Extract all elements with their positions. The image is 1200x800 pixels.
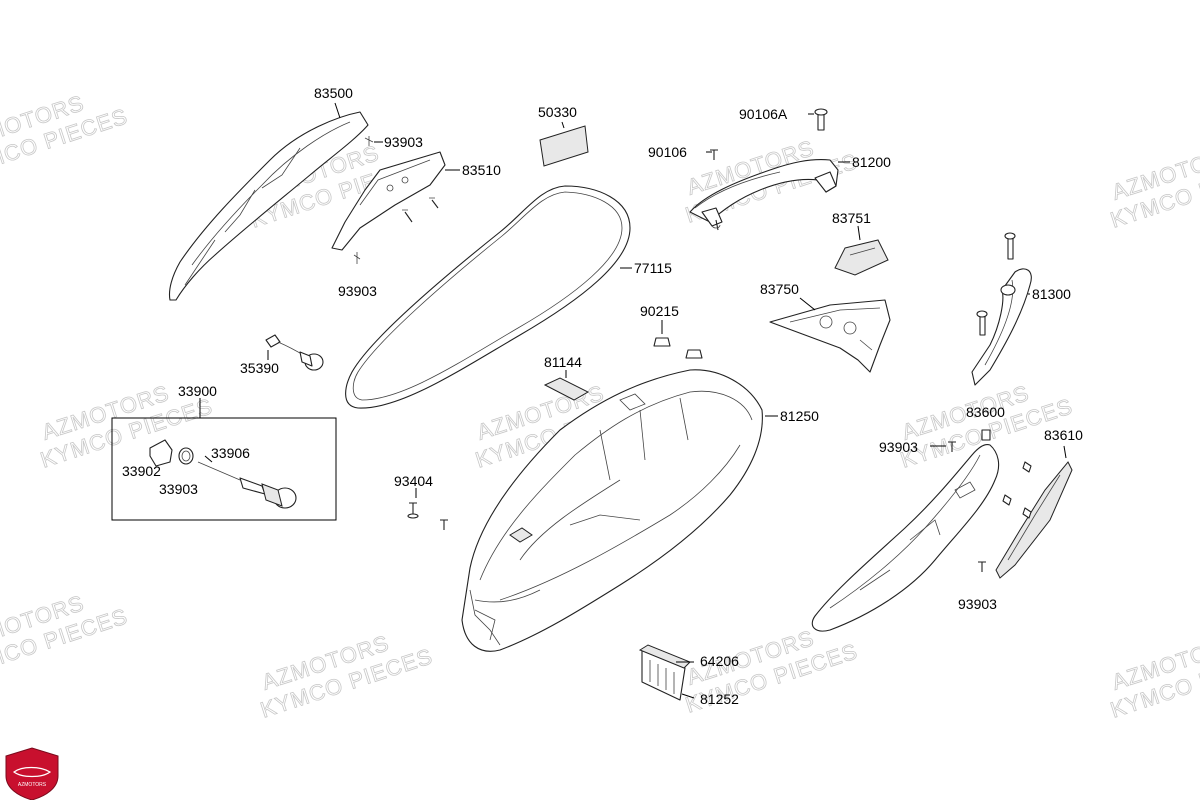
part-35390-lamp [265, 334, 324, 371]
label-83751: 83751 [832, 210, 871, 226]
group-33900 [111, 398, 337, 521]
azmotors-logo: AZMOTORS [5, 747, 59, 800]
logo-shield-icon [5, 747, 59, 800]
watermarks: AZMOTORS KYMCO PIECES AZMOTORS KYMCO PIE… [0, 90, 1200, 723]
label-33902: 33902 [122, 463, 161, 479]
part-90215-clips [653, 320, 703, 359]
label-83600: 83600 [966, 404, 1005, 420]
label-33903: 33903 [159, 481, 198, 497]
label-93903-top: 93903 [384, 134, 423, 150]
label-83500: 83500 [314, 85, 353, 101]
part-labels: 83500 93903 83510 93903 50330 77115 9010… [122, 85, 1083, 707]
label-90215: 90215 [640, 303, 679, 319]
part-93404-screws [407, 488, 448, 530]
part-81200-grab-rail [689, 108, 850, 231]
part-81250-storage-box [461, 369, 778, 652]
label-93903-left: 93903 [338, 283, 377, 299]
part-50330-sticker [539, 121, 589, 167]
label-81250: 81250 [780, 408, 819, 424]
part-83751-small-cover [834, 225, 889, 276]
label-33900: 33900 [178, 383, 217, 399]
label-93404: 93404 [394, 473, 433, 489]
part-83600-side-cover [811, 429, 1000, 632]
label-77115: 77115 [634, 260, 672, 276]
label-83510: 83510 [462, 162, 501, 178]
label-90106: 90106 [648, 144, 687, 160]
part-83510-bracket-panel [331, 136, 460, 264]
label-81300: 81300 [1032, 286, 1071, 302]
part-77115-seal [345, 185, 632, 409]
part-83750-carrier-cover [769, 297, 891, 373]
label-64206: 64206 [700, 653, 739, 669]
label-81200: 81200 [852, 154, 891, 170]
part-81300-rear-handle [971, 232, 1032, 386]
label-50330: 50330 [538, 104, 577, 120]
part-83610-side-trim [978, 445, 1073, 579]
label-83610: 83610 [1044, 427, 1083, 443]
label-35390: 35390 [240, 360, 279, 376]
label-81252: 81252 [700, 691, 739, 707]
label-33906: 33906 [211, 445, 250, 461]
label-83750: 83750 [760, 281, 799, 297]
label-90106A: 90106A [739, 106, 788, 122]
label-93903-bottom: 93903 [958, 596, 997, 612]
part-81144-pad [543, 370, 590, 401]
part-81252-cover-plate [638, 644, 695, 701]
label-93903-right: 93903 [879, 439, 918, 455]
part-83500-side-cover [168, 102, 369, 301]
label-81144: 81144 [544, 354, 582, 370]
logo-text: AZMOTORS [18, 782, 47, 788]
